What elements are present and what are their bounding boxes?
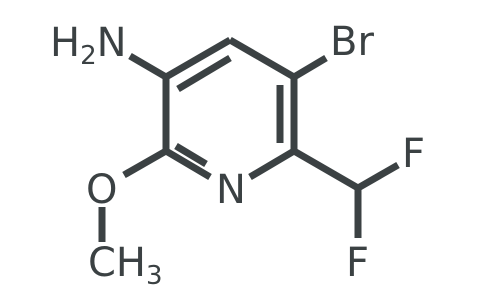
bond-c3-n-amine	[128, 52, 168, 81]
bond-c6-n1	[248, 147, 296, 181]
fluorine-top-label: F	[402, 131, 425, 177]
amine-label: H2N	[50, 20, 127, 71]
ring-nitrogen-label: N	[216, 167, 246, 213]
ether-oxygen-label: O	[86, 167, 117, 213]
bond-n1-c2	[164, 147, 212, 181]
fluorine-bottom-label: F	[346, 240, 369, 286]
bond-c3-c4	[164, 36, 232, 81]
bond-chf2-f-top	[356, 161, 400, 192]
bond-n1-c2-inner	[174, 142, 208, 168]
bromine-label: Br	[330, 19, 374, 65]
bond-c2-o	[122, 147, 168, 179]
bond-c3-c4-inner	[176, 54, 232, 93]
bond-c6-chf2	[292, 147, 360, 192]
bond-c5-br	[292, 54, 328, 81]
methyl-label: CH3	[88, 240, 163, 291]
bond-c4-c5	[228, 36, 296, 81]
